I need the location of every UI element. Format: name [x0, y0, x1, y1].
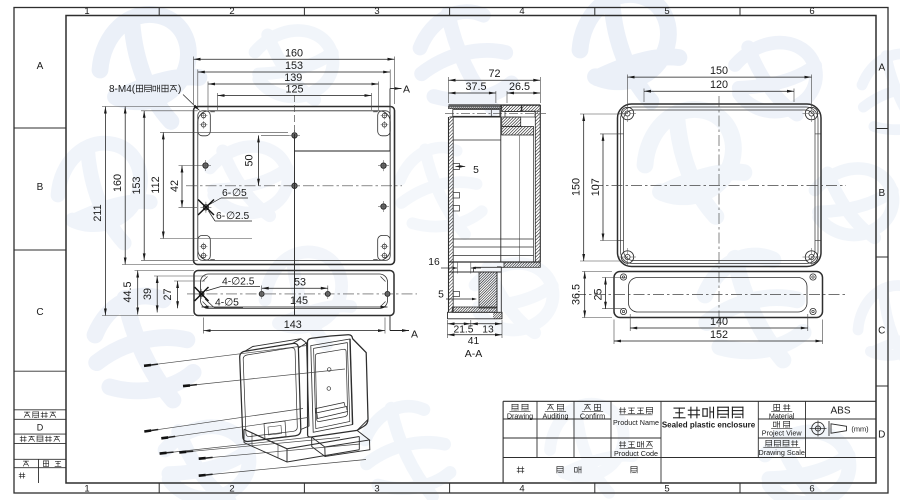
svg-text:Material: Material — [769, 411, 795, 420]
svg-text:16: 16 — [428, 257, 440, 268]
svg-text:A: A — [37, 61, 44, 72]
svg-text:150: 150 — [710, 65, 728, 77]
svg-text:3: 3 — [374, 6, 379, 17]
svg-text:Drawing: Drawing — [507, 411, 533, 420]
svg-text:5: 5 — [473, 165, 479, 176]
svg-text:140: 140 — [710, 316, 728, 328]
svg-text:1: 1 — [84, 484, 89, 495]
svg-text:107: 107 — [590, 178, 602, 196]
svg-text:211: 211 — [92, 204, 104, 221]
svg-text:6: 6 — [809, 484, 814, 495]
svg-text:D: D — [37, 423, 44, 433]
svg-text:4-∅5: 4-∅5 — [215, 298, 239, 309]
svg-text:5: 5 — [664, 6, 669, 17]
svg-text:72: 72 — [488, 68, 500, 80]
svg-text:(mm): (mm) — [851, 425, 868, 434]
svg-text:Product Name: Product Name — [613, 418, 659, 427]
svg-text:Drawing Scale: Drawing Scale — [759, 448, 805, 457]
svg-text:153: 153 — [285, 60, 303, 72]
svg-text:145: 145 — [290, 295, 308, 307]
svg-text:36.5: 36.5 — [571, 284, 583, 305]
svg-text:3: 3 — [374, 484, 379, 495]
svg-text:A: A — [411, 329, 418, 341]
svg-text:ABS: ABS — [830, 406, 850, 417]
svg-text:41: 41 — [468, 336, 480, 347]
svg-text:8-M4(: 8-M4( — [109, 84, 136, 95]
svg-text:21.5: 21.5 — [453, 324, 473, 335]
svg-text:Sealed plastic enclosure: Sealed plastic enclosure — [662, 421, 756, 430]
svg-text:5: 5 — [438, 290, 444, 301]
svg-text:B: B — [878, 188, 885, 199]
svg-text:B: B — [37, 182, 44, 193]
svg-text:A: A — [403, 84, 410, 96]
svg-text:6: 6 — [809, 6, 814, 17]
svg-text:112: 112 — [150, 176, 162, 193]
svg-text:6-: 6- — [222, 188, 231, 199]
svg-text:125: 125 — [285, 84, 303, 96]
svg-text:4: 4 — [519, 6, 524, 17]
svg-text:∅5: ∅5 — [232, 188, 247, 199]
svg-text:6-: 6- — [216, 211, 225, 222]
svg-text:Product Code: Product Code — [614, 449, 658, 458]
svg-text:150: 150 — [571, 178, 583, 196]
svg-text:5: 5 — [664, 484, 669, 495]
svg-text:1: 1 — [84, 6, 89, 17]
svg-text:25: 25 — [592, 288, 604, 300]
svg-text:44.5: 44.5 — [122, 281, 134, 302]
svg-text:A-A: A-A — [465, 348, 483, 360]
svg-text:139: 139 — [284, 72, 302, 84]
svg-text:37.5: 37.5 — [465, 81, 486, 93]
svg-text:D: D — [878, 430, 885, 441]
svg-text:): ) — [178, 84, 181, 95]
svg-text:153: 153 — [131, 176, 143, 194]
svg-text:2: 2 — [229, 6, 234, 17]
svg-text:2: 2 — [229, 484, 234, 495]
svg-text:42: 42 — [169, 180, 181, 192]
svg-text:152: 152 — [710, 329, 728, 341]
svg-text:39: 39 — [142, 288, 154, 300]
svg-text:Project View: Project View — [762, 428, 803, 437]
svg-text:120: 120 — [710, 79, 728, 91]
svg-text:26.5: 26.5 — [509, 81, 530, 93]
svg-text:Auditing: Auditing — [543, 411, 569, 420]
svg-text:4: 4 — [519, 484, 524, 495]
svg-text:143: 143 — [284, 319, 302, 331]
svg-text:4-∅2.5: 4-∅2.5 — [222, 277, 255, 288]
svg-text:27: 27 — [162, 288, 174, 300]
svg-text:C: C — [878, 326, 885, 337]
svg-text:160: 160 — [285, 47, 303, 59]
svg-text:Confirm: Confirm — [580, 411, 605, 420]
svg-text:13: 13 — [482, 324, 494, 335]
svg-text:53: 53 — [294, 277, 306, 289]
svg-text:50: 50 — [244, 154, 256, 166]
svg-text:∅2.5: ∅2.5 — [226, 211, 250, 222]
svg-text:160: 160 — [112, 174, 124, 192]
svg-text:A: A — [878, 63, 885, 74]
svg-text:C: C — [36, 307, 43, 318]
